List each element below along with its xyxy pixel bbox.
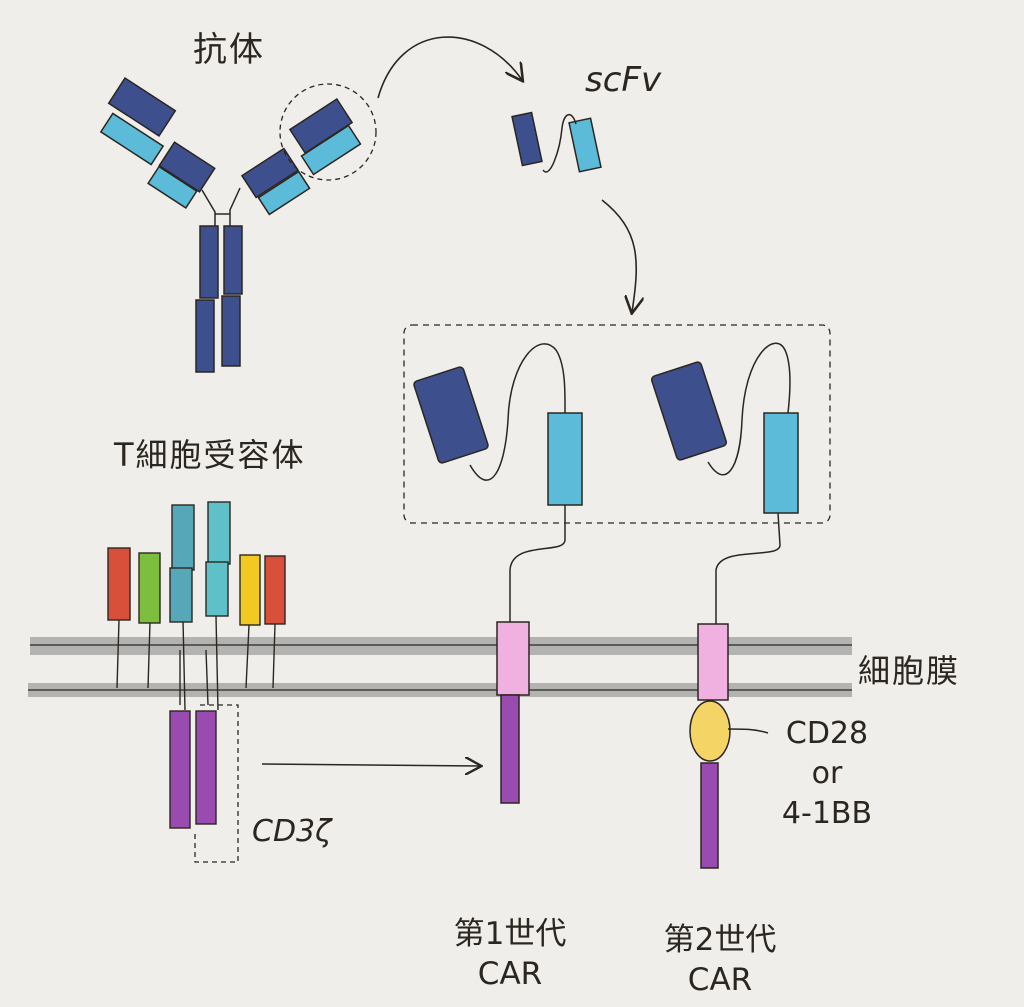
- label-gen2-line2: CAR: [687, 962, 753, 998]
- label-costim-line3: 4-1BB: [781, 796, 873, 831]
- label-membrane: 細胞膜: [858, 652, 961, 690]
- label-costim-line2: or: [811, 756, 843, 791]
- label-antibody: 抗体: [193, 30, 265, 70]
- car-gen1: [413, 343, 583, 804]
- label-gen2: 第2世代 CAR: [640, 920, 800, 1000]
- label-gen1-line1: 第1世代: [453, 916, 567, 952]
- tcr-complex: [107, 501, 286, 829]
- cell-membrane: [28, 637, 852, 697]
- arrow-scfv-to-car: [601, 199, 636, 312]
- arrow-antibody-to-scfv: [377, 36, 522, 99]
- label-costim: CD28 or 4-1BB: [772, 714, 882, 834]
- label-gen2-line1: 第2世代: [663, 922, 777, 958]
- scfv-structure: [511, 111, 602, 173]
- label-cd3z: CD3ζ: [252, 814, 332, 849]
- label-scfv: scFv: [585, 60, 662, 100]
- arrow-cd3z-to-car: [261, 764, 480, 766]
- fv-highlight-circle: [279, 83, 377, 181]
- label-gen1-line2: CAR: [477, 956, 543, 992]
- label-tcr: T細胞受容体: [114, 436, 306, 474]
- label-gen1: 第1世代 CAR: [430, 914, 590, 994]
- antibody-structure: [99, 77, 362, 373]
- label-costim-line1: CD28: [785, 716, 869, 751]
- car-gen2: [650, 342, 799, 869]
